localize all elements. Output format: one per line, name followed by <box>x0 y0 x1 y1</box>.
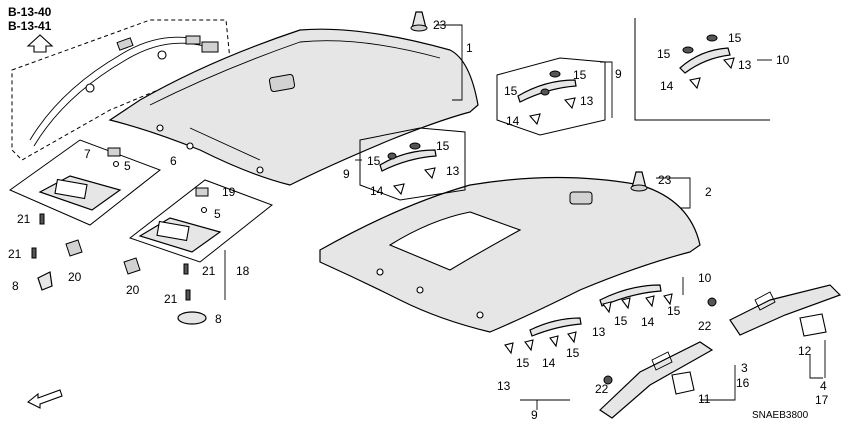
dashed-assembly-border <box>11 19 231 161</box>
pillar-trim-front <box>707 284 842 337</box>
label-1[interactable]: 1 <box>466 41 473 55</box>
grab-handle-9a <box>517 70 577 126</box>
label-13[interactable]: 13 <box>446 164 460 178</box>
sunvisor-upper <box>38 147 122 225</box>
grab-handle-9b <box>379 142 437 196</box>
label-14[interactable]: 14 <box>370 184 384 198</box>
label-23[interactable]: 23 <box>433 18 447 32</box>
grab-handle-10a <box>679 34 735 90</box>
label-3[interactable]: 3 <box>741 361 748 375</box>
label-15[interactable]: 15 <box>614 314 628 328</box>
diagram-code: SNAEB3800 <box>752 410 809 421</box>
label-15[interactable]: 15 <box>516 356 530 370</box>
label-23[interactable]: 23 <box>658 173 672 187</box>
label-17[interactable]: 17 <box>815 393 829 407</box>
label-13[interactable]: 13 <box>497 379 511 393</box>
label-22[interactable]: 22 <box>595 382 609 396</box>
sunvisor-lower <box>138 187 222 275</box>
label-12[interactable]: 12 <box>798 344 812 358</box>
bolt-22-icon <box>603 375 613 385</box>
label-7[interactable]: 7 <box>84 147 91 161</box>
leader-lines <box>224 24 826 410</box>
front-arrow <box>26 389 63 409</box>
label-15[interactable]: 15 <box>573 68 587 82</box>
label-2[interactable]: 2 <box>705 185 712 199</box>
sunvisor-box-lower <box>128 179 274 263</box>
label-13[interactable]: 13 <box>738 58 752 72</box>
sunroof-opening <box>388 211 522 271</box>
label-8[interactable]: 8 <box>12 279 19 293</box>
label-4[interactable]: 4 <box>820 379 827 393</box>
ref-b-13-41[interactable]: B-13-41 <box>8 19 52 33</box>
label-21[interactable]: 21 <box>202 264 216 278</box>
label-15[interactable]: 15 <box>436 139 450 153</box>
small-parts-left <box>31 239 207 325</box>
up-arrow-icon <box>26 34 54 53</box>
clip-icon <box>157 50 167 60</box>
label-5[interactable]: 5 <box>214 207 221 221</box>
label-15[interactable]: 15 <box>504 84 518 98</box>
label-15[interactable]: 15 <box>566 346 580 360</box>
bolt-22-icon <box>707 297 717 307</box>
clip-20-icon <box>123 257 141 275</box>
label-18[interactable]: 18 <box>236 264 250 278</box>
label-9[interactable]: 9 <box>615 67 622 81</box>
label-14[interactable]: 14 <box>641 315 655 329</box>
label-22[interactable]: 22 <box>698 319 712 333</box>
clip-23-upper <box>410 11 428 32</box>
label-8[interactable]: 8 <box>215 312 222 326</box>
reference-block: B-13-40 B-13-41 <box>8 5 54 53</box>
label-6[interactable]: 6 <box>170 154 177 168</box>
mirror-cover-icon <box>107 147 121 157</box>
label-15[interactable]: 15 <box>728 31 742 45</box>
sunvisor-box-upper <box>8 139 162 226</box>
label-19[interactable]: 19 <box>222 185 236 199</box>
holder-8-icon <box>177 311 207 325</box>
headliner-upper <box>108 28 479 186</box>
clip-23-lower <box>630 171 648 192</box>
headliner-lower <box>319 176 701 333</box>
label-21[interactable]: 21 <box>17 212 31 226</box>
label-21[interactable]: 21 <box>164 292 178 306</box>
label-13[interactable]: 13 <box>580 94 594 108</box>
label-13[interactable]: 13 <box>592 325 606 339</box>
grab-handle-box-10a <box>634 18 770 121</box>
holder-icon <box>37 271 53 291</box>
label-15[interactable]: 15 <box>667 304 681 318</box>
clip-20-icon <box>65 239 83 257</box>
grab-handle-box-9a <box>496 57 606 136</box>
label-9[interactable]: 9 <box>531 408 538 422</box>
ref-b-13-40[interactable]: B-13-40 <box>8 5 52 19</box>
label-10[interactable]: 10 <box>698 271 712 285</box>
label-15[interactable]: 15 <box>657 47 671 61</box>
pillar-trim-rear <box>599 341 714 419</box>
label-14[interactable]: 14 <box>542 356 556 370</box>
label-21[interactable]: 21 <box>8 247 22 261</box>
front-arrow-icon <box>26 389 63 409</box>
label-10[interactable]: 10 <box>776 53 790 67</box>
label-15[interactable]: 15 <box>367 154 381 168</box>
callout-labels: 23 1 23 2 9 15 15 13 14 10 15 15 13 14 9… <box>8 18 829 422</box>
side-trim-upper <box>29 35 219 147</box>
label-9[interactable]: 9 <box>343 167 350 181</box>
label-14[interactable]: 14 <box>506 114 520 128</box>
clip-icon <box>85 83 95 93</box>
label-5[interactable]: 5 <box>124 159 131 173</box>
label-11[interactable]: 11 <box>698 392 711 406</box>
label-16[interactable]: 16 <box>736 376 750 390</box>
label-20[interactable]: 20 <box>126 283 140 297</box>
label-14[interactable]: 14 <box>660 79 674 93</box>
label-20[interactable]: 20 <box>68 270 82 284</box>
grab-handles-lower-right <box>504 284 673 355</box>
